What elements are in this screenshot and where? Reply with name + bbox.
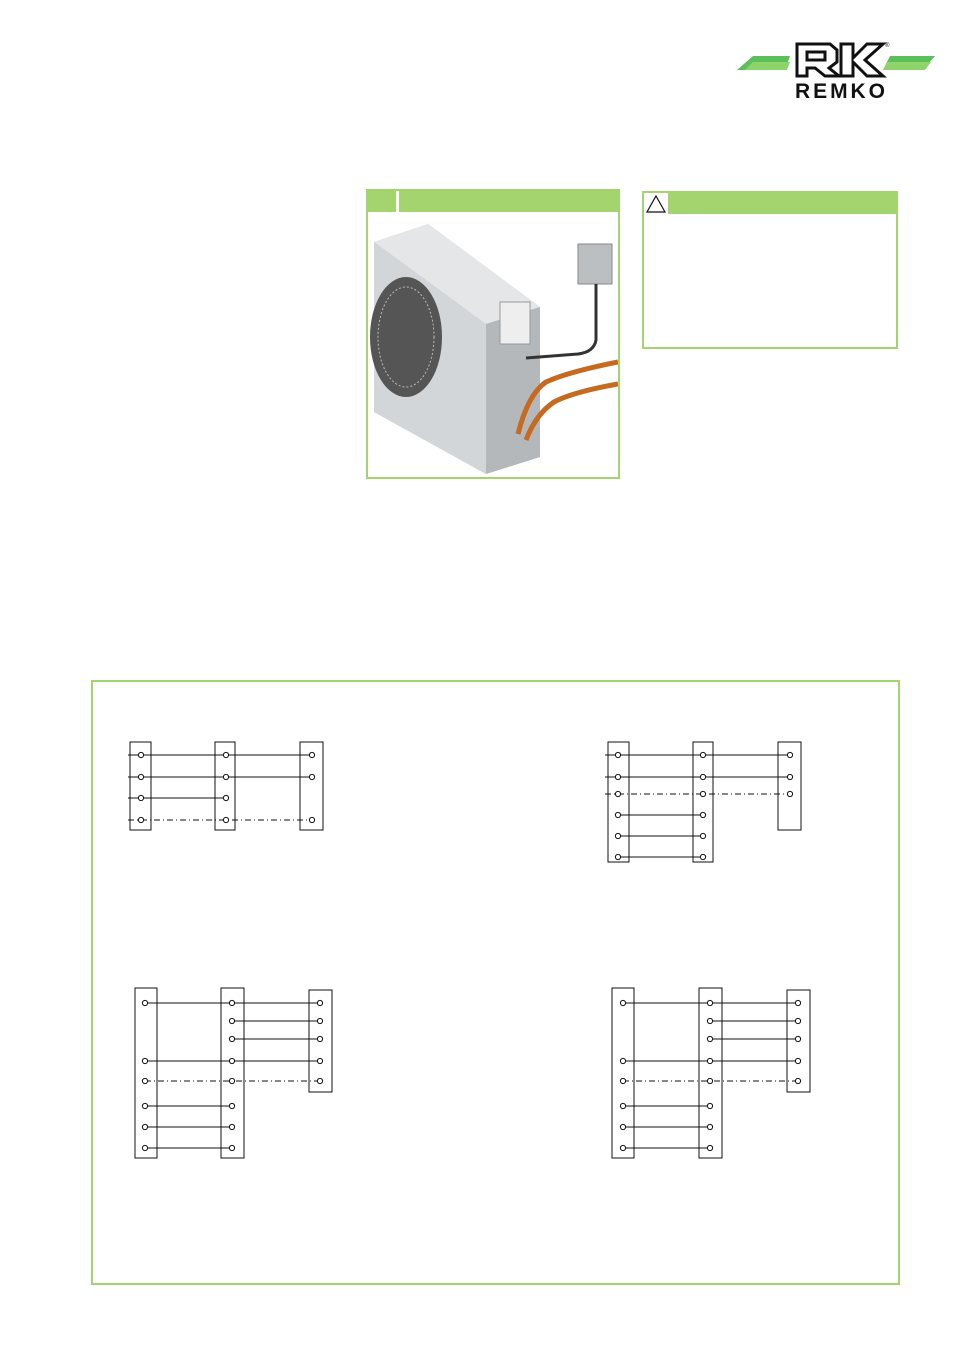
terminal-point — [228, 1102, 236, 1110]
terminal-point — [228, 1057, 236, 1065]
terminal-point — [699, 811, 707, 819]
warning-box — [642, 191, 898, 349]
terminal-point — [228, 999, 236, 1007]
terminal-point — [614, 751, 622, 759]
terminal-point — [619, 1057, 627, 1065]
terminal-point — [308, 751, 316, 759]
terminal-point — [706, 1144, 714, 1152]
wiring-diagram-1 — [128, 741, 324, 831]
terminal-point — [308, 816, 316, 824]
terminal-point — [228, 1017, 236, 1025]
terminal-point — [141, 1057, 149, 1065]
terminal-point — [316, 1017, 324, 1025]
wiring-diagram-4 — [611, 987, 811, 1159]
terminal-point — [228, 1077, 236, 1085]
terminal-point — [614, 790, 622, 798]
remko-logo: ® REMKO — [735, 38, 940, 103]
terminal-point — [141, 1077, 149, 1085]
terminal-point — [614, 811, 622, 819]
terminal-point — [699, 790, 707, 798]
svg-text:®: ® — [885, 42, 890, 49]
outdoor-unit-image — [370, 224, 618, 474]
terminal-point — [619, 1102, 627, 1110]
terminal-point — [222, 751, 230, 759]
terminal-point — [699, 751, 707, 759]
figure-box — [366, 189, 620, 479]
logo-text: REMKO — [795, 80, 885, 102]
warning-triangle-icon — [644, 193, 668, 214]
terminal-point — [706, 1035, 714, 1043]
terminal-point — [141, 1123, 149, 1131]
terminal-point — [316, 1057, 324, 1065]
terminal-point — [794, 1057, 802, 1065]
warning-header — [644, 193, 896, 214]
terminal-point — [619, 1123, 627, 1131]
terminal-point — [619, 999, 627, 1007]
terminal-point — [706, 1102, 714, 1110]
terminal-point — [228, 1123, 236, 1131]
terminal-point — [141, 1102, 149, 1110]
terminal-point — [137, 794, 145, 802]
terminal-point — [699, 853, 707, 861]
terminal-point — [222, 816, 230, 824]
terminal-point — [794, 1017, 802, 1025]
terminal-point — [794, 1077, 802, 1085]
terminal-point — [706, 1077, 714, 1085]
terminal-point — [137, 816, 145, 824]
terminal-point — [228, 1144, 236, 1152]
terminal-point — [794, 1035, 802, 1043]
terminal-point — [706, 1123, 714, 1131]
terminal-point — [786, 773, 794, 781]
terminal-point — [794, 999, 802, 1007]
terminal-point — [316, 1077, 324, 1085]
terminal-point — [228, 1035, 236, 1043]
wiring-diagram-3 — [134, 987, 333, 1159]
terminal-point — [619, 1144, 627, 1152]
terminal-point — [308, 773, 316, 781]
terminal-point — [316, 1035, 324, 1043]
terminal-point — [706, 1017, 714, 1025]
terminal-point — [614, 773, 622, 781]
terminal-point — [222, 773, 230, 781]
terminal-point — [699, 773, 707, 781]
terminal-point — [614, 853, 622, 861]
terminal-point — [786, 790, 794, 798]
terminal-point — [141, 999, 149, 1007]
terminal-point — [614, 832, 622, 840]
terminal-point — [706, 1057, 714, 1065]
terminal-point — [699, 832, 707, 840]
terminal-point — [222, 794, 230, 802]
terminal-point — [137, 773, 145, 781]
wiring-diagram-2 — [605, 741, 802, 863]
wiring-diagrams-box — [91, 680, 900, 1285]
terminal-point — [706, 999, 714, 1007]
terminal-point — [316, 999, 324, 1007]
terminal-point — [137, 751, 145, 759]
terminal-point — [619, 1077, 627, 1085]
terminal-point — [141, 1144, 149, 1152]
figure-header — [368, 191, 618, 212]
terminal-point — [786, 751, 794, 759]
